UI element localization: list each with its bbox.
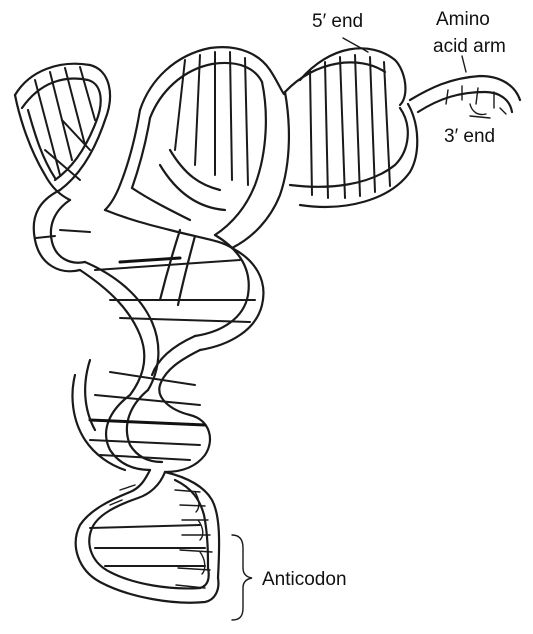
central-core xyxy=(34,188,264,395)
anticodon-label: Anticodon xyxy=(262,569,347,590)
three-prime-end-label: 3′ end xyxy=(444,126,495,147)
amino-acid-arm-label-line2: acid arm xyxy=(433,36,506,57)
acceptor-stem xyxy=(285,48,417,207)
amino-acid-arm-label-line1: Amino xyxy=(436,9,490,30)
anticodon-stem xyxy=(72,336,210,472)
anticodon-loop xyxy=(76,470,219,603)
five-prime-end-label: 5′ end xyxy=(312,11,363,32)
d-arm xyxy=(15,64,110,200)
t-arm xyxy=(105,47,289,248)
amino-acid-arm-tail xyxy=(410,76,520,115)
anticodon-bracket xyxy=(232,535,252,620)
